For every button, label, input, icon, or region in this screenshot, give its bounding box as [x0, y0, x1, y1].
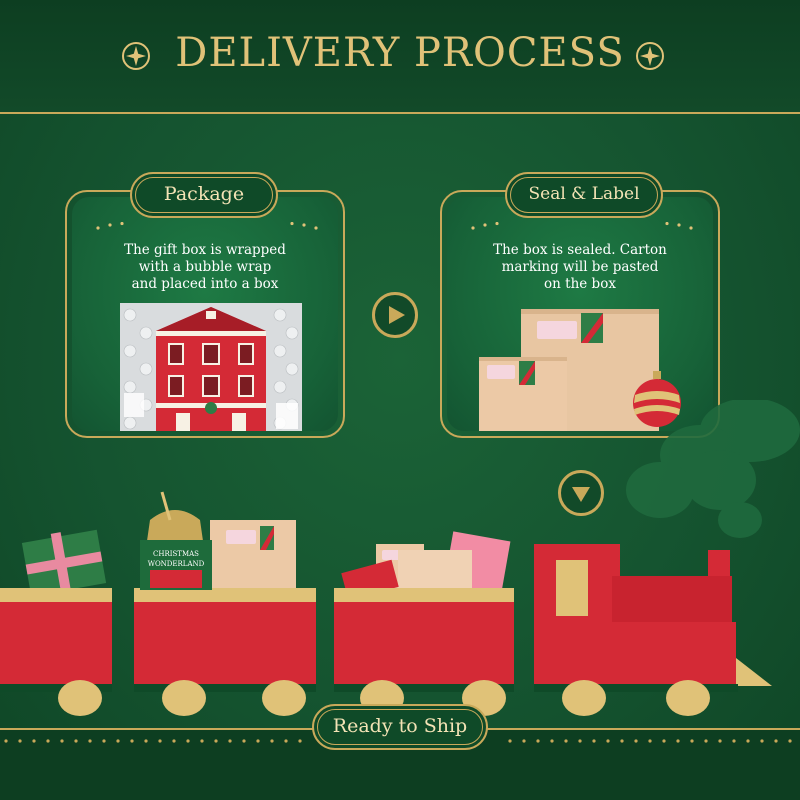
track-dot	[634, 739, 638, 743]
track-dots	[4, 739, 792, 743]
track-dot	[88, 739, 92, 743]
track-dot	[788, 739, 792, 743]
track-dot	[158, 739, 162, 743]
train-smoke	[626, 400, 800, 538]
track-dot	[508, 739, 512, 743]
track-dot	[676, 739, 680, 743]
track-dot	[620, 739, 624, 743]
track-dot	[536, 739, 540, 743]
play-right-icon	[389, 306, 405, 324]
step-card-seal-label: The box is sealed. Carton marking will b…	[440, 190, 720, 438]
train-illustration: CHRISTMAS WONDERLAND	[0, 491, 772, 716]
track-dot	[550, 739, 554, 743]
track-dot	[32, 739, 36, 743]
next-step-down-button[interactable]	[558, 470, 604, 516]
track-dot	[256, 739, 260, 743]
box-label-line2: WONDERLAND	[148, 560, 205, 568]
track-dot	[648, 739, 652, 743]
dotted-garland	[96, 222, 318, 230]
step-label-seal-label: Seal & Label	[505, 172, 663, 218]
track-dot	[690, 739, 694, 743]
step-description: The box is sealed. Carton marking will b…	[493, 242, 667, 292]
track-dot	[592, 739, 596, 743]
christmas-wonderland-box: CHRISTMAS WONDERLAND	[140, 491, 212, 590]
train-car-1	[0, 529, 112, 692]
sealed-cartons-illustration	[479, 309, 681, 431]
ready-to-ship-badge: Ready to Ship	[312, 704, 488, 750]
track-dot	[578, 739, 582, 743]
track-dot	[60, 739, 64, 743]
track-dot	[186, 739, 190, 743]
train-car-3	[334, 531, 514, 692]
track-dot	[74, 739, 78, 743]
page-title: DELIVERY PROCESS	[175, 30, 625, 76]
track-dot	[298, 739, 302, 743]
track-dot	[228, 739, 232, 743]
track-dot	[242, 739, 246, 743]
track-dot	[46, 739, 50, 743]
dotted-garland	[471, 222, 693, 230]
sparkle-icon	[636, 42, 664, 70]
step-card-inner: The box is sealed. Carton marking will b…	[447, 197, 713, 431]
track-dot	[564, 739, 568, 743]
track-dot	[200, 739, 204, 743]
track-dot	[760, 739, 764, 743]
track-dot	[662, 739, 666, 743]
track-dot	[732, 739, 736, 743]
track-dot	[214, 739, 218, 743]
track-dot	[172, 739, 176, 743]
train-car-2	[134, 510, 316, 692]
step-card-inner: The gift box is wrapped with a bubble wr…	[72, 197, 338, 431]
play-down-icon	[572, 487, 590, 502]
track-dot	[284, 739, 288, 743]
track-dot	[102, 739, 106, 743]
track-dot	[606, 739, 610, 743]
next-step-button[interactable]	[372, 292, 418, 338]
track-dot	[18, 739, 22, 743]
sparkle-icon	[122, 42, 150, 70]
track-dot	[522, 739, 526, 743]
track-dot	[704, 739, 708, 743]
step-card-package: The gift box is wrapped with a bubble wr…	[65, 190, 345, 438]
track-dot	[718, 739, 722, 743]
step-label-package: Package	[130, 172, 278, 218]
header-divider	[0, 112, 800, 114]
train-locomotive	[534, 544, 772, 692]
track-dot	[130, 739, 134, 743]
wrapped-gift-illustration	[120, 303, 302, 431]
track-dot	[270, 739, 274, 743]
track-dot	[144, 739, 148, 743]
track-dot	[746, 739, 750, 743]
track-dot	[116, 739, 120, 743]
step-description: The gift box is wrapped with a bubble wr…	[124, 242, 286, 292]
box-label-line1: CHRISTMAS	[153, 550, 199, 558]
track-dot	[4, 739, 8, 743]
track-dot	[774, 739, 778, 743]
